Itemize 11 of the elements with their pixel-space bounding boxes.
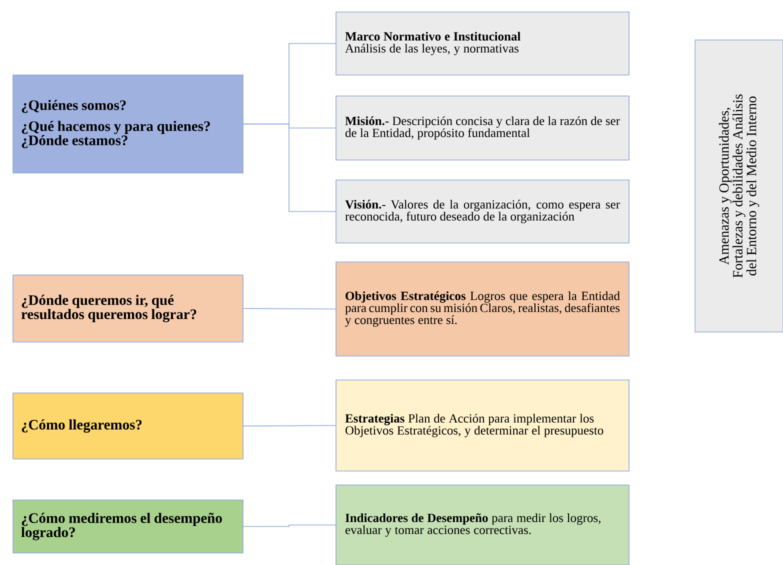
description-box: Objetivos Estratégicos Logros que espera la Entidad para cumplir con su misión Claros, realistas, desafiantes y congruentes entre sí. <box>336 262 630 356</box>
question-box: ¿Dónde queremos ir, qué resultados queremos lograr? <box>12 274 244 342</box>
question-box: ¿Cómo mediremos el desempeño logrado? <box>12 500 244 554</box>
description-box: Misión.- Descripción concisa y clara de la razón de ser de la Entidad, propósito fundamental <box>336 96 630 160</box>
question-box: ¿Quiénes somos? ¿Qué hacemos y para quienes? ¿Dónde estamos? <box>12 74 244 174</box>
description-box: Indicadores de Desempeño para medir los logros, evaluar y tomar acciones correctivas. <box>336 484 630 565</box>
description-box: Marco Normativo e Institucional Análisis de las leyes, y normativas <box>336 12 630 76</box>
description-box: Estrategias Plan de Acción para implementar los Objetivos Estratégicos, y determinar el presupuesto <box>336 380 630 472</box>
description-box: Visión.- Valores de la organización, como espera ser reconocida, futuro deseado de la organización <box>336 180 630 244</box>
question-box: ¿Cómo llegaremos? <box>12 392 244 460</box>
analysis-box: Amenazas y Oportunidades, Fortalezas y debilidades Análisis del Entorno y del Medio Interno <box>694 40 783 332</box>
